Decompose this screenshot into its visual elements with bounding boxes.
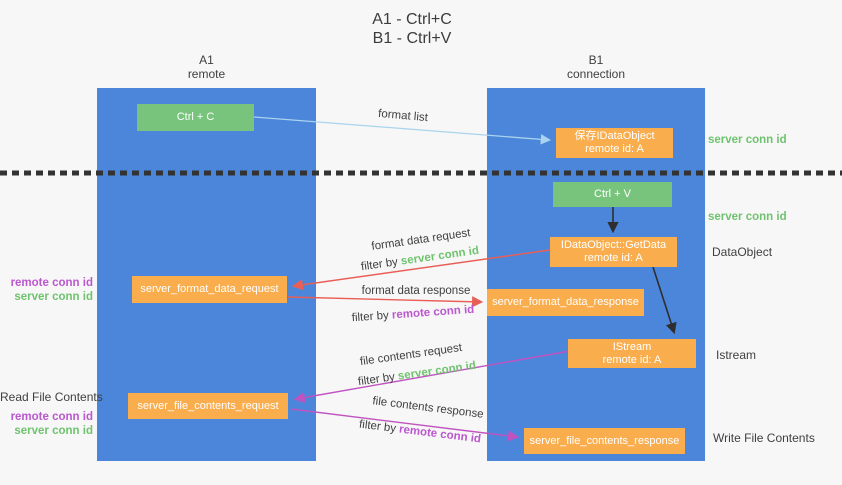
node-server-format-data-response: server_format_data_response xyxy=(487,289,644,316)
node-getdata-line1: IDataObject::GetData xyxy=(560,239,667,251)
diagram-title-line1: A1 - Ctrl+C xyxy=(372,11,452,28)
label-conn-ids-left-2: remote conn id server conn id xyxy=(0,410,93,438)
filter-by-text: filter by xyxy=(351,309,393,325)
label-filter-by-remote-conn-id-1: filter by remote conn id xyxy=(351,304,536,326)
label-format-data-response: format data response xyxy=(361,285,471,297)
node-save-dataobject: 保存IDataObject remote id: A xyxy=(556,128,673,158)
filter-by-text: filter by xyxy=(357,370,399,389)
diagram-title-line2: B1 - Ctrl+V xyxy=(372,30,452,47)
label-format-list: format list xyxy=(377,107,429,125)
label-remote-conn-id-left-1: remote conn id xyxy=(10,277,93,289)
node-ctrl-v-label: Ctrl + V xyxy=(594,188,631,200)
label-filter-by-server-conn-id-2: filter by server conn id xyxy=(357,360,536,388)
node-server-format-data-response-label: server_format_data_response xyxy=(492,296,639,308)
lane-b1-header: B1 connection xyxy=(487,53,705,81)
lane-a1-title: A1 xyxy=(199,53,214,67)
node-save-dataobject-line2: remote id: A xyxy=(585,143,644,155)
node-istream: IStream remote id: A xyxy=(568,339,696,368)
label-file-contents-response: file contents response xyxy=(371,395,485,421)
label-server-conn-id-top-right: server conn id xyxy=(708,134,787,146)
label-filter-by-server-conn-id-1: filter by server conn id xyxy=(360,245,539,273)
lane-a1-header: A1 remote xyxy=(97,53,316,81)
label-istream: Istream xyxy=(716,348,757,362)
node-getdata: IDataObject::GetData remote id: A xyxy=(550,237,677,267)
filter-by-text: filter by xyxy=(360,255,402,274)
node-server-format-data-request-label: server_format_data_request xyxy=(140,283,279,295)
node-ctrl-c: Ctrl + C xyxy=(137,104,254,131)
label-dataobject: DataObject xyxy=(712,245,773,259)
diagram-title: A1 - Ctrl+C B1 - Ctrl+V xyxy=(262,10,562,48)
node-server-file-contents-request: server_file_contents_request xyxy=(128,393,288,419)
lane-b1-title: B1 xyxy=(588,53,604,67)
remote-conn-id-text: remote conn id xyxy=(391,303,475,322)
label-remote-conn-id-left-2: remote conn id xyxy=(10,411,93,423)
node-server-format-data-request: server_format_data_request xyxy=(132,276,287,303)
lane-a1-subtitle: remote xyxy=(187,67,226,81)
label-read-file-contents: Read File Contents xyxy=(0,390,103,404)
label-server-conn-id-left-1: server conn id xyxy=(14,291,93,303)
node-ctrl-v: Ctrl + V xyxy=(553,182,672,207)
node-istream-line2: remote id: A xyxy=(602,353,662,366)
node-istream-line1: IStream xyxy=(612,340,652,353)
label-conn-ids-left-1: remote conn id server conn id xyxy=(0,276,93,304)
label-filter-by-remote-conn-id-2: filter by remote conn id xyxy=(358,419,543,446)
node-save-dataobject-line1: 保存IDataObject xyxy=(574,130,655,142)
node-server-file-contents-response-label: server_file_contents_response xyxy=(529,434,680,447)
node-server-file-contents-request-label: server_file_contents_request xyxy=(137,399,279,412)
filter-by-text: filter by xyxy=(358,418,400,436)
label-server-conn-id-left-2: server conn id xyxy=(14,425,93,437)
label-server-conn-id-mid-right: server conn id xyxy=(708,211,787,223)
node-ctrl-c-label: Ctrl + C xyxy=(176,111,215,123)
remote-conn-id-text: remote conn id xyxy=(398,423,482,446)
lane-b1-subtitle: connection xyxy=(566,67,626,81)
label-write-file-contents: Write File Contents xyxy=(713,431,815,445)
node-server-file-contents-response: server_file_contents_response xyxy=(524,428,685,454)
node-getdata-line2: remote id: A xyxy=(584,252,643,264)
